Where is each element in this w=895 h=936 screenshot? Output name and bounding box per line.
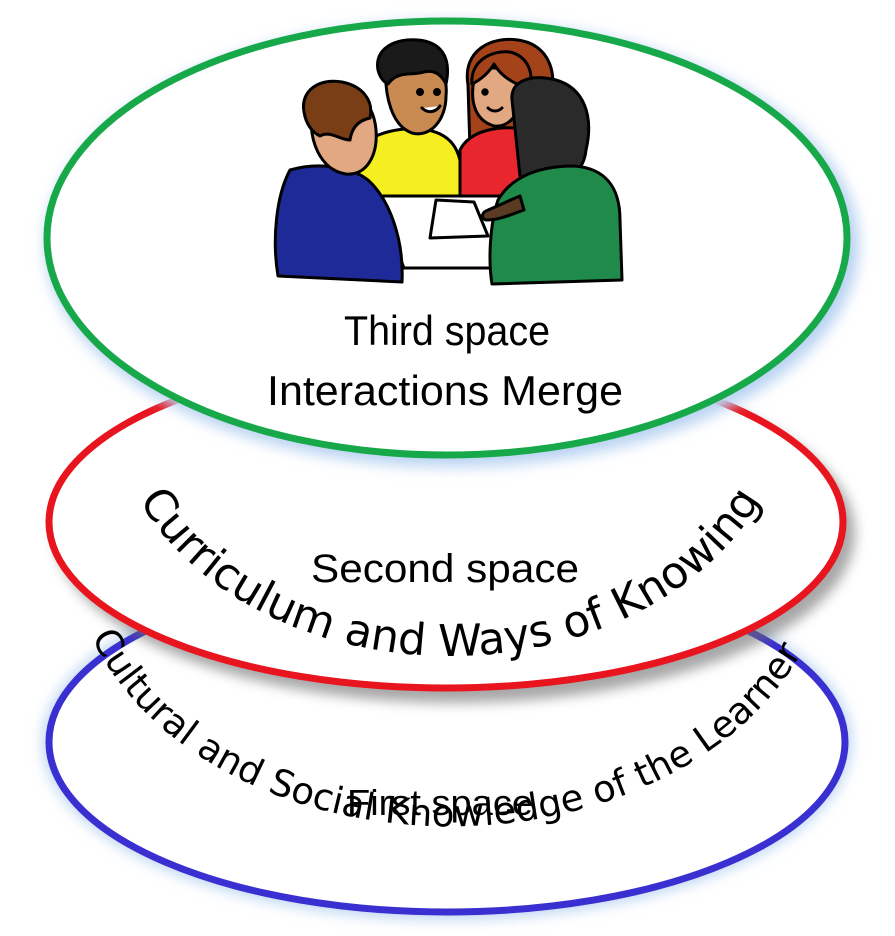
- second-space-title: Second space: [311, 547, 579, 591]
- third-space-subtitle: Interactions Merge: [267, 367, 623, 414]
- third-space-title: Third space: [344, 307, 550, 354]
- group-discussion-icon: [273, 37, 624, 286]
- first-space-title: First space: [347, 782, 533, 823]
